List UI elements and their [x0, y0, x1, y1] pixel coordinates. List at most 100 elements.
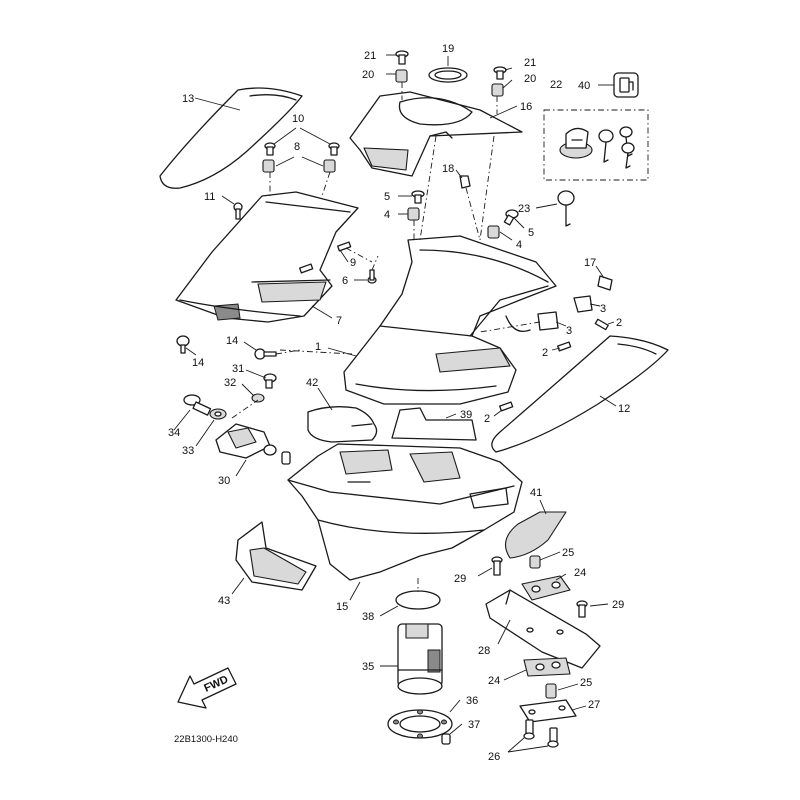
callout-35: 35	[362, 661, 374, 673]
collar	[395, 69, 408, 83]
drawing-code: 22B1300-H240	[174, 734, 238, 745]
callout-39: 39	[460, 409, 472, 421]
callout-20: 20	[524, 73, 536, 85]
fuel-tank	[287, 443, 523, 581]
bracket-27	[519, 699, 577, 723]
callout-21: 21	[524, 57, 536, 69]
callout-20: 20	[362, 69, 374, 81]
key-icon	[557, 190, 575, 227]
side-cover-right	[343, 235, 557, 405]
fuel-pump	[397, 623, 443, 695]
callout-19: 19	[442, 43, 454, 55]
callout-31: 31	[232, 363, 244, 375]
washer	[209, 408, 227, 420]
callout-24: 24	[488, 675, 500, 687]
callout-22: 22	[550, 79, 562, 91]
callout-6: 6	[342, 275, 348, 287]
bolt-icon	[523, 719, 559, 748]
bolt-icon	[395, 50, 409, 65]
callout-17: 17	[584, 257, 596, 269]
mount-plate	[485, 589, 601, 669]
callout-42: 42	[306, 377, 318, 389]
callout-32: 32	[224, 377, 236, 389]
bolt-icon	[493, 66, 507, 80]
callout-3: 3	[600, 303, 606, 315]
callout-11: 11	[204, 191, 215, 203]
callout-23: 23	[518, 203, 530, 215]
callout-5: 5	[528, 227, 534, 239]
fwd-arrow-icon	[177, 667, 237, 709]
retainer-plate	[387, 709, 453, 739]
callout-40: 40	[578, 80, 590, 92]
bolt-icon	[233, 202, 243, 220]
side-cover-left	[175, 191, 359, 323]
bolt-icon	[262, 142, 276, 173]
callout-41: 41	[530, 487, 542, 499]
callout-15: 15	[336, 601, 348, 613]
callout-4: 4	[384, 209, 390, 221]
callout-2: 2	[616, 317, 622, 329]
callout-30: 30	[218, 475, 230, 487]
pad-41	[504, 511, 567, 559]
upper-cover	[349, 91, 523, 177]
callout-2: 2	[542, 347, 548, 359]
callout-28: 28	[478, 645, 490, 657]
callout-27: 27	[588, 699, 600, 711]
callout-2: 2	[484, 413, 490, 425]
callout-26: 26	[488, 751, 500, 763]
gasket-ring	[428, 67, 468, 83]
callout-25: 25	[580, 677, 592, 689]
bolt-icon	[499, 401, 514, 412]
callout-14: 14	[192, 357, 204, 369]
callout-4: 4	[516, 239, 522, 251]
bolt-icon	[367, 269, 377, 284]
callout-34: 34	[168, 427, 180, 439]
callout-25: 25	[562, 547, 574, 559]
rubber-pad-lower	[523, 657, 571, 677]
side-strip-right	[491, 335, 669, 453]
bolt-icon	[254, 348, 277, 360]
collar	[491, 83, 504, 97]
callout-7: 7	[336, 315, 342, 327]
bolt-icon	[263, 373, 277, 389]
callout-33: 33	[182, 445, 194, 457]
side-strip-left	[159, 87, 303, 189]
callout-5: 5	[384, 191, 390, 203]
callout-24: 24	[574, 567, 586, 579]
collar	[529, 555, 541, 569]
bolt-icon	[183, 394, 212, 416]
bolt-icon	[323, 142, 340, 173]
clip	[597, 275, 613, 291]
bolt-icon	[176, 335, 190, 354]
bolt-icon	[487, 209, 519, 239]
bolt-icon	[594, 318, 609, 331]
bolt-icon	[441, 733, 451, 745]
clip	[459, 175, 471, 189]
callout-9: 9	[350, 257, 356, 269]
callout-13: 13	[182, 93, 194, 105]
key-icon	[598, 126, 635, 169]
callout-12: 12	[618, 403, 630, 415]
bolt-icon	[557, 341, 572, 352]
deflector-43	[235, 521, 317, 591]
callout-29: 29	[612, 599, 624, 611]
o-ring	[395, 590, 441, 610]
bolt-icon	[491, 556, 503, 576]
bracket	[505, 295, 593, 333]
callout-1: 1	[315, 341, 321, 353]
callout-10: 10	[292, 113, 304, 125]
callout-3: 3	[566, 325, 572, 337]
callout-16: 16	[520, 101, 532, 113]
callout-14: 14	[226, 335, 238, 347]
mount-bracket	[215, 423, 291, 465]
callout-38: 38	[362, 611, 374, 623]
callout-8: 8	[294, 141, 300, 153]
callout-36: 36	[466, 695, 478, 707]
rubber-pad-upper	[521, 575, 571, 601]
bolt-icon	[576, 600, 588, 618]
callout-43: 43	[218, 595, 230, 607]
washer	[251, 393, 265, 403]
fuel-cap-lock	[559, 127, 593, 159]
callout-18: 18	[442, 163, 454, 175]
